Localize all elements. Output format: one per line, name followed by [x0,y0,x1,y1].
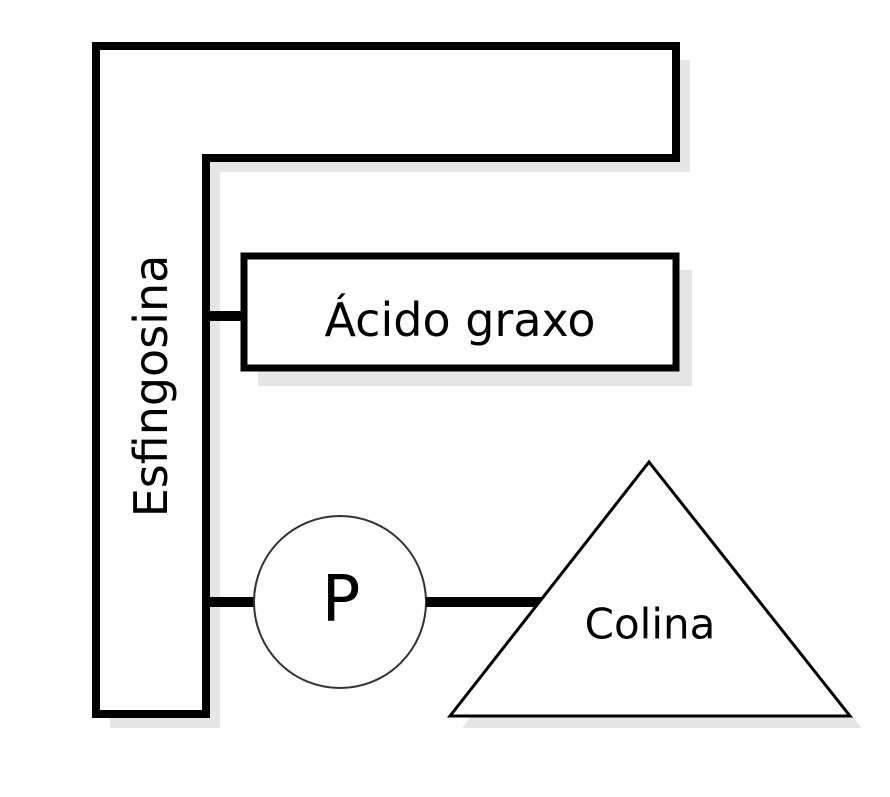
fatty-acid-label: Ácido graxo [325,293,596,347]
fatty-acid-box [240,252,680,372]
choline-label: Colina [585,600,716,649]
phosphate-label: P [322,563,361,637]
sphingosine-label: Esfingosina [124,255,178,518]
choline-triangle [446,459,854,718]
sphingosine-backbone-shape [92,42,680,718]
